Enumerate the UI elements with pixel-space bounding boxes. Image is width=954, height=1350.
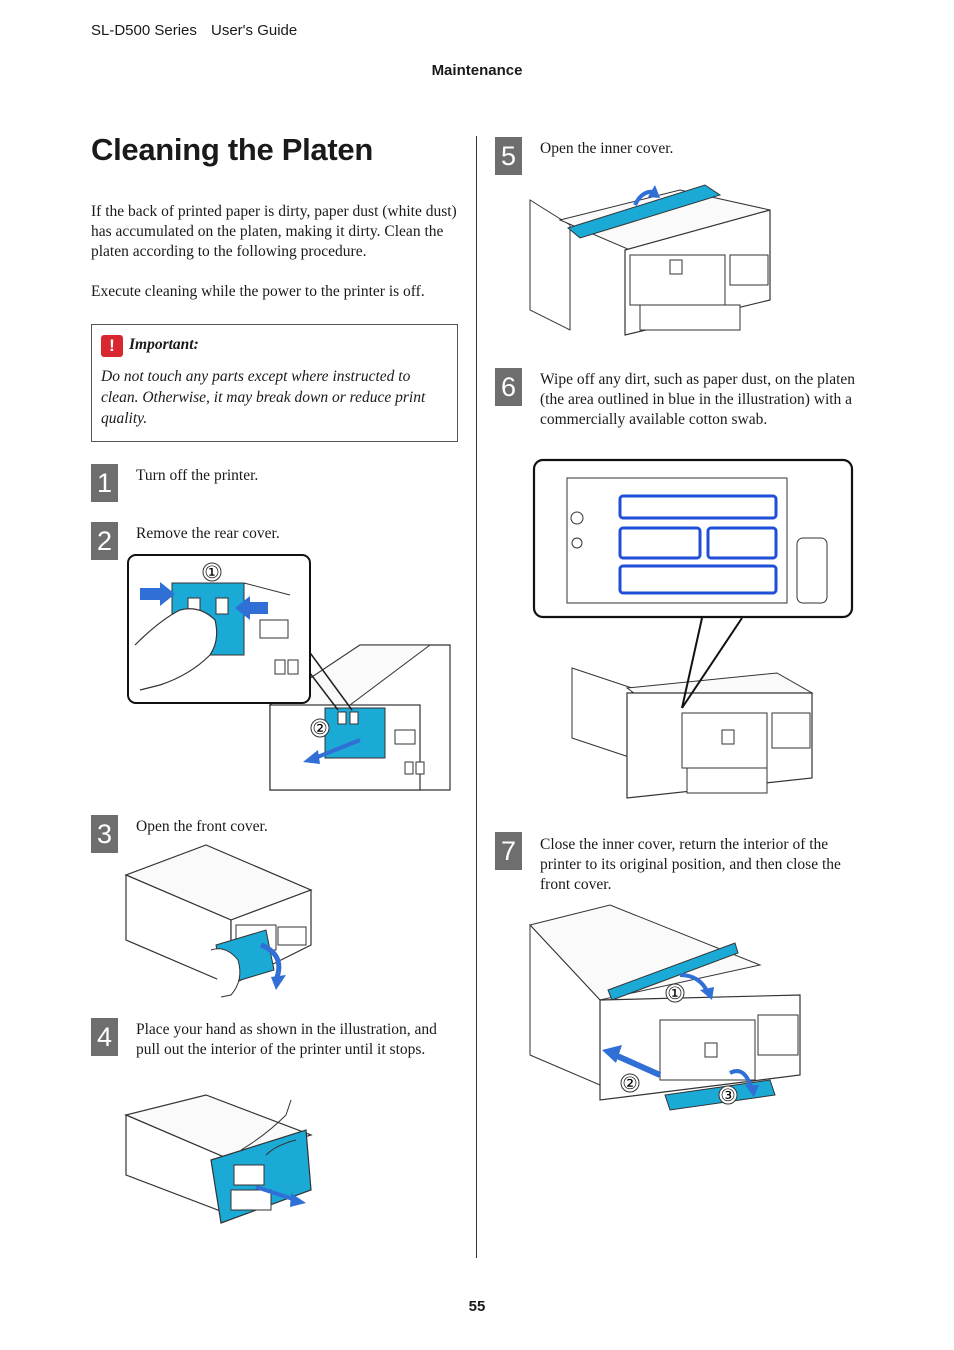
intro-paragraph-1: If the back of printed paper is dirty, p… <box>91 203 457 260</box>
open-front-cover-illustration <box>124 844 313 998</box>
column-divider <box>476 136 477 1258</box>
pull-out-interior-illustration <box>124 1094 313 1224</box>
step-number: 1 <box>91 464 118 502</box>
callout-1: ① <box>667 984 682 1004</box>
header-series: SL-D500 Series <box>91 22 197 39</box>
page-number: 55 <box>468 1298 486 1315</box>
step-text: Wipe off any dirt, such as paper dust, o… <box>540 371 856 428</box>
page-title: Cleaning the Platen <box>91 132 373 167</box>
step-text: Open the front cover. <box>136 818 268 835</box>
callout-2: ② <box>622 1074 637 1094</box>
step-number: 2 <box>91 522 118 560</box>
platen-cleaning-illustration <box>532 458 854 799</box>
close-inner-cover-illustration: ① ② ③ <box>529 904 801 1111</box>
step-text: Turn off the printer. <box>136 467 259 484</box>
remove-rear-cover-illustration: ② ① <box>127 554 451 791</box>
important-text: Do not touch any parts except where inst… <box>101 368 426 427</box>
step-text: Place your hand as shown in the illustra… <box>136 1021 437 1058</box>
open-inner-cover-illustration <box>529 184 771 336</box>
step-number: 4 <box>91 1018 118 1056</box>
step-text: Close the inner cover, return the interi… <box>540 836 841 893</box>
step-number: 6 <box>495 368 522 406</box>
callout-3: ③ <box>720 1086 735 1106</box>
step-number: 5 <box>495 137 522 175</box>
intro-paragraph-2: Execute cleaning while the power to the … <box>91 283 425 300</box>
header-guide: User's Guide <box>211 22 298 39</box>
step-number: 7 <box>495 832 522 870</box>
step-number: 3 <box>91 815 118 853</box>
step-text: Open the inner cover. <box>540 140 674 157</box>
header-section: Maintenance <box>431 62 523 79</box>
important-box: ! Important: Do not touch any parts exce… <box>91 324 458 442</box>
step-text: Remove the rear cover. <box>136 525 280 542</box>
callout-1: ① <box>204 563 219 583</box>
exclamation-icon: ! <box>101 335 123 357</box>
important-title: Important: <box>129 336 199 353</box>
callout-2: ② <box>312 719 327 739</box>
